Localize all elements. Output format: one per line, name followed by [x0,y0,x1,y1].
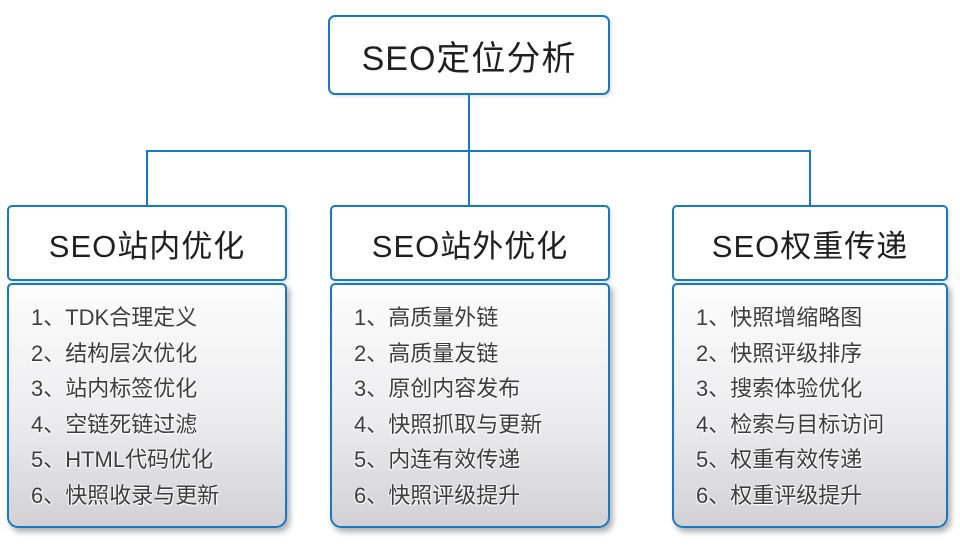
column-weight-header: SEO权重传递 [672,205,948,281]
connector-drop-right [809,150,811,206]
column-weight: SEO权重传递 1、快照增缩略图 2、快照评级排序 3、搜索体验优化 4、检索与… [672,205,948,528]
list-item: 4、快照抓取与更新 [354,411,543,437]
root-node-title: SEO定位分析 [361,39,577,78]
connector-drop-left [146,150,148,206]
list-item: 1、高质量外链 [354,305,499,330]
column-offsite-title: SEO站外优化 [371,228,569,264]
list-item: 4、检索与目标访问 [696,411,885,437]
root-node: SEO定位分析 [328,15,610,95]
list-item: 5、内连有效传递 [354,447,521,472]
column-offsite: SEO站外优化 1、高质量外链 2、高质量友链 3、原创内容发布 4、快照抓取与… [330,205,610,528]
column-offsite-header: SEO站外优化 [330,205,610,281]
column-onsite-header: SEO站内优化 [7,205,287,281]
column-onsite: SEO站内优化 1、TDK合理定义 2、结构层次优化 3、站内标签优化 4、空链… [7,205,287,528]
list-item: 3、搜索体验优化 [696,376,863,401]
list-item: 6、快照收录与更新 [31,482,220,508]
list-item: 4、空链死链过滤 [31,411,198,437]
list-item: 1、TDK合理定义 [31,305,198,330]
column-weight-title: SEO权重传递 [711,228,909,264]
list-item: 6、快照评级提升 [354,482,521,508]
list-item: 1、快照增缩略图 [696,305,863,330]
list-item: 3、原创内容发布 [354,376,521,401]
column-offsite-list: 1、高质量外链 2、高质量友链 3、原创内容发布 4、快照抓取与更新 5、内连有… [330,283,610,528]
connector-horizontal [146,150,811,152]
list-item: 3、站内标签优化 [31,376,198,401]
column-onsite-title: SEO站内优化 [48,228,246,264]
column-weight-list: 1、快照增缩略图 2、快照评级排序 3、搜索体验优化 4、检索与目标访问 5、权… [672,283,948,528]
list-item: 2、高质量友链 [354,340,499,366]
list-item: 2、结构层次优化 [31,340,198,366]
connector-drop-middle [468,150,470,206]
list-item: 5、权重有效传递 [696,447,863,472]
column-onsite-list: 1、TDK合理定义 2、结构层次优化 3、站内标签优化 4、空链死链过滤 5、H… [7,283,287,528]
list-item: 6、权重评级提升 [696,482,863,508]
connector-root-stem [468,95,470,151]
list-item: 2、快照评级排序 [696,340,863,366]
list-item: 5、HTML代码优化 [31,447,214,472]
